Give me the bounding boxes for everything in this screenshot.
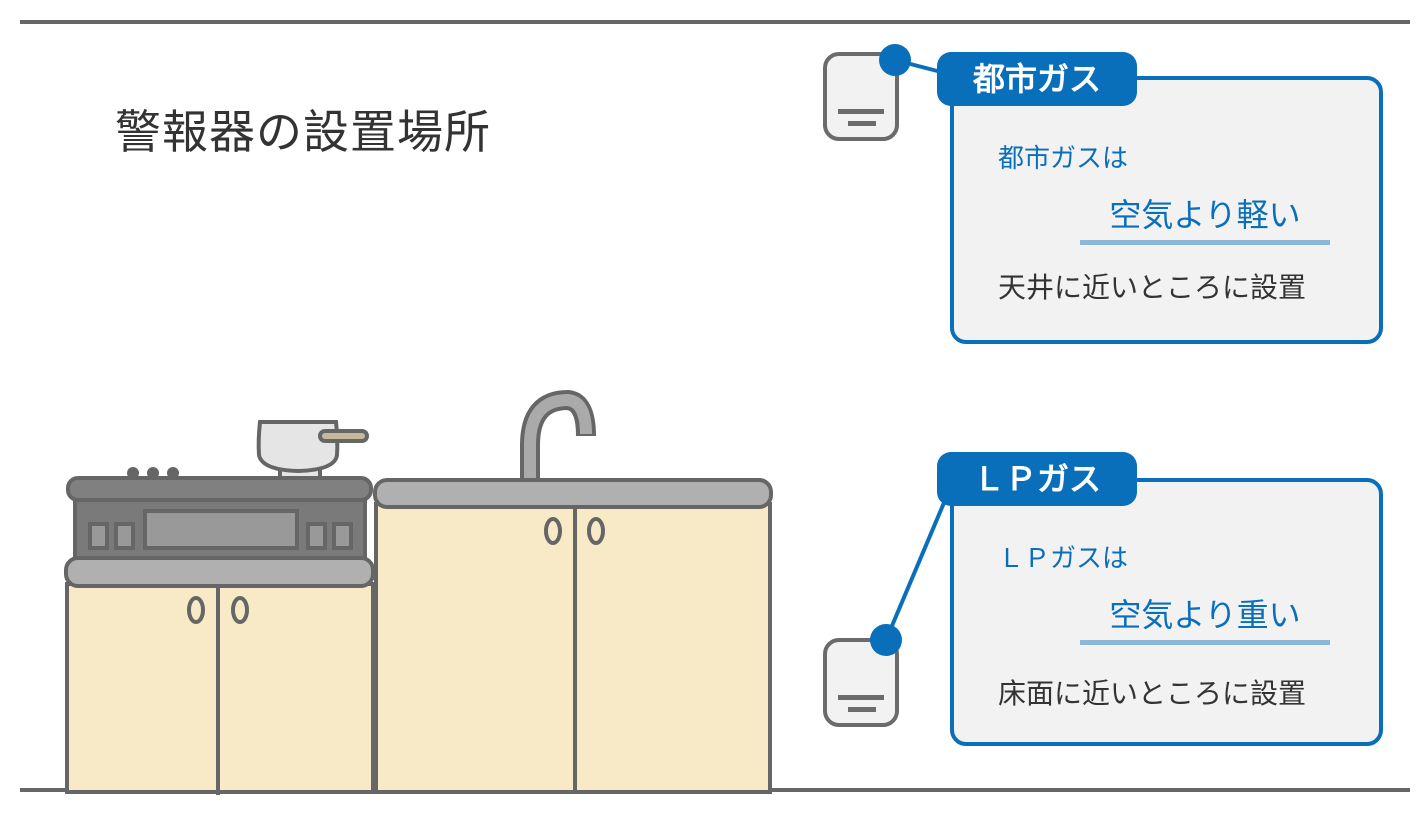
- city-gas-placement: 天井に近いところに設置: [998, 271, 1307, 304]
- city-gas-box: [950, 76, 1383, 344]
- ceiling-line: [20, 20, 1410, 24]
- page-title: 警報器の設置場所: [115, 105, 491, 159]
- city-gas-detector-icon: [823, 44, 946, 141]
- faucet: [520, 389, 596, 482]
- lp-gas-placement: 床面に近いところに設置: [998, 677, 1307, 710]
- gas-stove: [66, 420, 373, 564]
- city-gas-property: 空気より軽い: [1080, 190, 1330, 245]
- lp-gas-detector-icon: [823, 497, 948, 727]
- lp-gas-label: ＬＰガス: [937, 452, 1137, 506]
- city-gas-intro: 都市ガスは: [998, 144, 1129, 174]
- lp-gas-intro: ＬＰガスは: [998, 544, 1129, 574]
- lp-gas-box: [950, 478, 1383, 746]
- sink-cabinet: [373, 478, 773, 794]
- city-gas-label: 都市ガス: [937, 52, 1137, 106]
- pot-handle: [318, 429, 369, 443]
- lp-gas-property: 空気より重い: [1080, 590, 1330, 645]
- stove-cabinet: [64, 556, 375, 795]
